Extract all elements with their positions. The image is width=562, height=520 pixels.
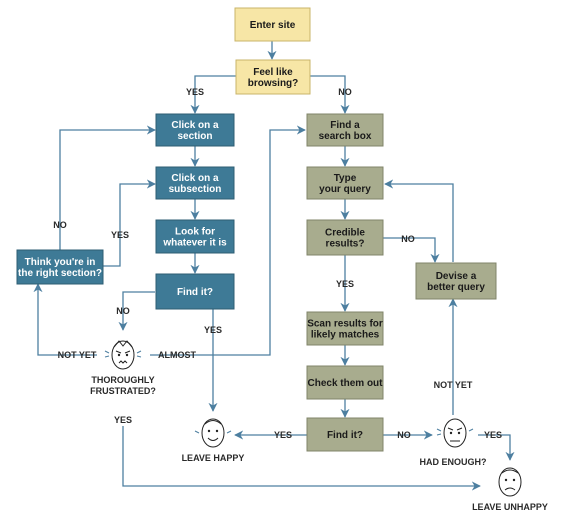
label-yes-think: YES [111, 230, 129, 240]
label-yes-credible: YES [336, 279, 354, 289]
node-label-line: Check them out [307, 378, 383, 389]
edge-devise-to-type [384, 179, 454, 262]
node-label: Find it? [177, 287, 213, 298]
node-label-line: the right section? [18, 268, 102, 279]
frustrated-face-icon [104, 340, 142, 370]
edge-think-yes [103, 179, 156, 267]
node-label-line: Feel like [253, 67, 293, 78]
node-label: Enter site [250, 20, 296, 31]
edge-credible-no [383, 237, 440, 263]
state-frustrated-line1: THOROUGHLY [91, 375, 154, 385]
happy-face-icon [194, 418, 232, 448]
label-no-browse: NO [338, 87, 352, 97]
edge-frustrated-yes [122, 426, 481, 491]
state-had-enough: HAD ENOUGH? [420, 457, 487, 467]
connectors [33, 41, 515, 491]
edge-find-left-no [118, 291, 155, 331]
node-label-line: Find it? [177, 287, 213, 298]
label-yes-find-left: YES [204, 325, 222, 335]
edge-labels: YES NO NO YES NO YES NOT YET ALMOST YES … [53, 87, 502, 440]
node-label-line: Devise a [436, 271, 477, 282]
label-not-yet-right: NOT YET [434, 380, 473, 390]
label-no-find-right: NO [397, 430, 411, 440]
label-yes-browse: YES [186, 87, 204, 97]
label-not-yet-left: NOT YET [58, 350, 97, 360]
state-frustrated-line2: FRUSTRATED? [90, 386, 156, 396]
label-yes-find-right: YES [274, 430, 292, 440]
state-leave-unhappy: LEAVE UNHAPPY [472, 502, 548, 512]
label-no-find-left: NO [116, 306, 130, 316]
node-label-line: Find it? [327, 430, 363, 441]
node-label-line: search box [319, 131, 372, 142]
node-label: Check them out [307, 378, 383, 389]
edge-browse-no [310, 75, 350, 114]
node-label-line: Find a [330, 120, 360, 131]
node-label-line: browsing? [248, 78, 299, 89]
node-label-line: Click on a [171, 173, 219, 184]
label-no-credible: NO [401, 234, 415, 244]
node-label-line: better query [427, 282, 485, 293]
label-almost: ALMOST [158, 350, 196, 360]
node-label-line: Click on a [171, 120, 219, 131]
node-label-line: your query [319, 184, 371, 195]
node-label-line: subsection [169, 184, 222, 195]
node-find-it-right: Find it? [306, 417, 384, 452]
edge-not-yet-left [33, 283, 97, 356]
label-yes-enough: YES [484, 430, 502, 440]
node-label-line: Look for [175, 227, 215, 238]
node-label-line: Scan results for [307, 319, 383, 330]
node-label-line: results? [326, 239, 365, 250]
edge-almost [150, 125, 306, 356]
node-enter-site: Enter site [234, 7, 311, 42]
node-label: Find it? [327, 430, 363, 441]
edge-browse-yes [190, 75, 236, 114]
sad-face-icon [498, 467, 522, 497]
label-yes-frustrated: YES [114, 415, 132, 425]
node-label-line: Enter site [250, 20, 296, 31]
edge-think-no [59, 125, 156, 250]
node-label-line: Credible [325, 228, 365, 239]
node-label-line: section [177, 131, 212, 142]
node-find-it-left: Find it? [155, 273, 235, 310]
label-no-think: NO [53, 220, 67, 230]
node-label-line: whatever it is [162, 238, 227, 249]
node-label-line: Think you're in [25, 257, 96, 268]
state-leave-happy: LEAVE HAPPY [182, 453, 245, 463]
node-check-them-out: Check them out [306, 365, 384, 400]
node-label-line: Type [334, 173, 357, 184]
edge-enough-yes [478, 434, 515, 461]
angry-face-icon [436, 418, 474, 448]
node-label-line: likely matches [311, 330, 380, 341]
